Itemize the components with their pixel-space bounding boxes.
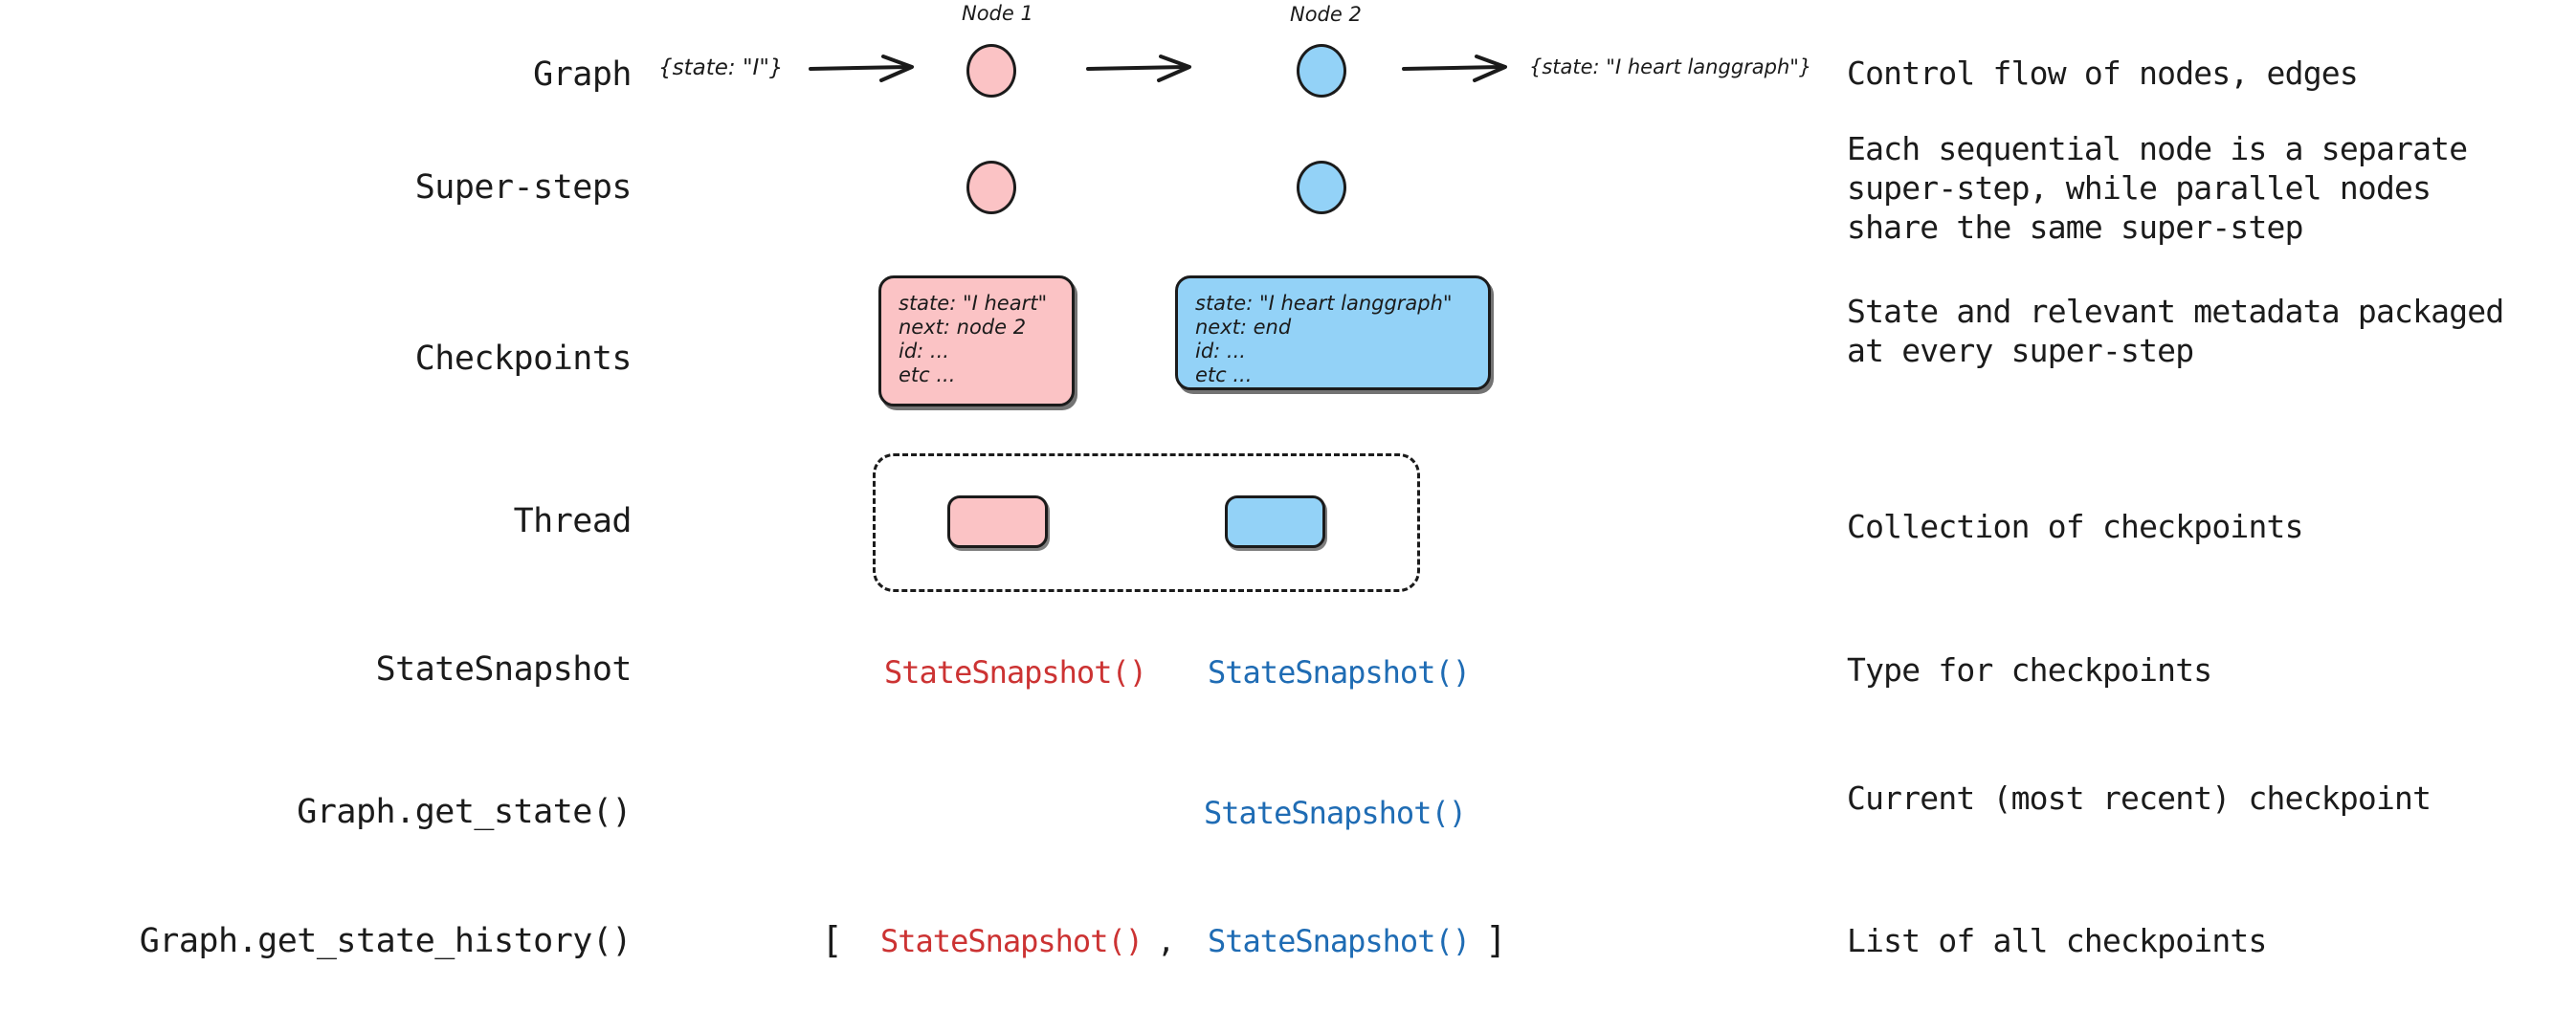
- input-state-label: {state: "I"}: [658, 55, 784, 80]
- checkpoint-2-next: next: end: [1195, 316, 1292, 339]
- checkpoint-1-state: state: "I heart": [899, 292, 1048, 315]
- arrow-node1-to-node2: [1086, 55, 1191, 82]
- history-comma: ,: [1157, 923, 1176, 959]
- history-close-bracket: ]: [1485, 919, 1507, 961]
- super-step-node-2: [1297, 161, 1346, 214]
- row-label-statesnapshot: StateSnapshot: [375, 650, 633, 689]
- history-snapshot-1: StateSnapshot(): [880, 923, 1144, 959]
- checkpoint-1-id: id: ...: [899, 340, 949, 362]
- graph-node-1: [966, 44, 1016, 98]
- checkpoint-2-etc: etc ...: [1195, 363, 1253, 386]
- row-label-thread: Thread: [513, 502, 633, 540]
- statesnapshot-blue: StateSnapshot(): [1208, 654, 1471, 691]
- row-description-thread: Collection of checkpoints: [1847, 508, 2304, 545]
- row-description-graph: Control flow of nodes, edges: [1847, 55, 2359, 92]
- row-description-checkpoints: State and relevant metadata packaged at …: [1847, 293, 2504, 369]
- checkpoint-1-etc: etc ...: [899, 363, 956, 386]
- row-label-get-state: Graph.get_state(): [297, 793, 632, 831]
- node1-caption: Node 1: [962, 2, 1033, 25]
- history-snapshot-2: StateSnapshot(): [1208, 923, 1471, 959]
- thread-container: [873, 453, 1420, 592]
- checkpoint-2-id: id: ...: [1195, 340, 1246, 362]
- thread-checkpoint-2: [1225, 495, 1325, 548]
- row-label-checkpoints: Checkpoints: [414, 340, 633, 378]
- arrow-node2-to-end: [1402, 55, 1507, 82]
- statesnapshot-red: StateSnapshot(): [884, 654, 1147, 691]
- get-state-result: StateSnapshot(): [1204, 795, 1467, 831]
- super-step-node-1: [966, 161, 1016, 214]
- row-description-get-state-history: List of all checkpoints: [1847, 922, 2267, 959]
- arrow-start-to-node1: [809, 55, 914, 82]
- node2-caption: Node 2: [1290, 3, 1362, 26]
- checkpoint-1-next: next: node 2: [899, 316, 1027, 339]
- row-label-graph: Graph: [533, 55, 632, 94]
- checkpoint-box-1: state: "I heart" next: node 2 id: ... et…: [878, 275, 1075, 406]
- row-description-get-state: Current (most recent) checkpoint: [1847, 779, 2432, 817]
- history-open-bracket: [: [821, 919, 843, 961]
- row-label-super-steps: Super-steps: [414, 168, 633, 207]
- checkpoint-box-2: state: "I heart langgraph" next: end id:…: [1175, 275, 1491, 390]
- row-label-get-state-history: Graph.get_state_history(): [139, 922, 633, 960]
- checkpoint-2-state: state: "I heart langgraph": [1195, 292, 1453, 315]
- thread-checkpoint-1: [947, 495, 1048, 548]
- row-description-super-steps: Each sequential node is a separate super…: [1847, 130, 2468, 246]
- graph-node-2: [1297, 44, 1346, 98]
- row-description-statesnapshot: Type for checkpoints: [1847, 651, 2212, 689]
- output-state-label: {state: "I heart langgraph"}: [1529, 55, 1812, 78]
